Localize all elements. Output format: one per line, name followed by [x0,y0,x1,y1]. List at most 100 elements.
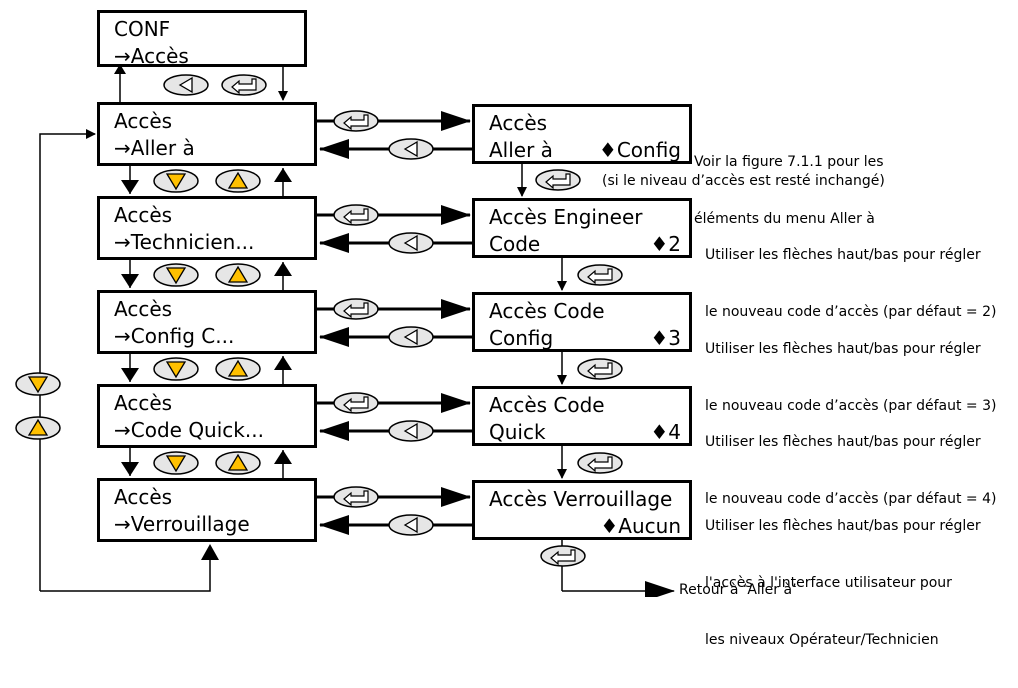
menu-box-goto: Accès →Aller à [97,102,317,166]
param-box-engineer-code: Accès Engineer Code ♦2 [472,198,692,258]
enter-key-icon [333,392,379,414]
left-key-glyph [178,76,193,94]
note-code3-line1: Utiliser les flèches haut/bas pour régle… [705,341,981,357]
up-key-glyph [227,171,249,189]
note-return: Retour à ‘Aller à’ [679,582,797,598]
enter-key-icon [333,110,379,132]
param-box-lock: Accès Verrouillage ♦Aucun [472,480,692,540]
access-menu-diagram: CONF →Accès Accès →Aller à Accès →Techni… [15,10,996,648]
note-code3-line2: le nouveau code d’accès (par défaut = 3) [705,398,997,414]
up-key-icon [215,357,261,381]
left-key-glyph [403,328,418,346]
enter-key-glyph [550,549,576,566]
note-code2-line1: Utiliser les flèches haut/bas pour régle… [705,247,981,263]
up-key-glyph [27,418,49,436]
menu-down-arrowhead [121,180,139,194]
param-engineer-line1: Accès Engineer [489,205,643,229]
menu-lock-line1: Accès [114,485,173,509]
menu-engineer-line2: →Technicien... [114,230,255,254]
menu-quick-line2: →Code Quick... [114,418,264,442]
note-code4-line2: le nouveau code d’accès (par défaut = 4) [705,491,997,507]
menu-box-engineer: Accès →Technicien... [97,196,317,260]
enter-key-glyph [231,78,257,95]
param-config-line1: Accès Code [489,299,605,323]
menu-goto-line1: Accès [114,109,173,133]
menu-up-arrowhead [274,450,292,464]
menu-up-arrowhead [274,356,292,370]
menu-down-arrowhead [121,368,139,382]
left-key-glyph [403,516,418,534]
enter-key-icon [333,298,379,320]
menu-up-arrowhead [274,262,292,276]
enter-key-icon [333,204,379,226]
param-goto-value: ♦Config [598,138,681,162]
down-key-icon [15,372,61,396]
menu-down-arrowhead [121,462,139,476]
param-box-quick-code: Accès Code Quick ♦4 [472,386,692,446]
param-config-line2: Config [489,326,554,350]
note-code2-line2: le nouveau code d’accès (par défaut = 2) [705,304,997,320]
note-unchanged: (si le niveau d’accès est resté inchangé… [602,173,885,189]
enter-key-glyph [343,208,369,225]
enter-key-icon [333,486,379,508]
left-key-icon [163,74,209,96]
conf-up-arrowhead [114,64,126,74]
enter-key-glyph [587,362,613,379]
param-goto-line1: Accès [489,111,548,135]
param-quick-line2: Quick [489,420,546,444]
enter-key-icon [535,169,581,191]
loop-left-up [39,129,96,591]
down-key-icon [153,169,199,193]
menu-lock-line2: →Verrouillage [114,512,250,536]
menu-engineer-line1: Accès [114,203,173,227]
down-key-icon [153,263,199,287]
menu-box-lock: Accès →Verrouillage [97,478,317,542]
loop-up-arrowhead [201,544,219,560]
note-goto-line2: éléments du menu Aller à [694,211,875,227]
enter-key-glyph [587,456,613,473]
down-key-icon [153,451,199,475]
enter-key-icon [577,358,623,380]
note-code4-line1: Utiliser les flèches haut/bas pour régle… [705,434,981,450]
note-goto: Voir la figure 7.1.1 pour les éléments d… [694,115,884,267]
menu-goto-line2: →Aller à [114,136,195,160]
param-engineer-value: ♦2 [650,232,681,256]
down-key-glyph [165,361,187,379]
note-code4: Utiliser les flèches haut/bas pour régle… [705,395,996,547]
menu-up-arrowhead [274,168,292,182]
enter-key-glyph [343,396,369,413]
conf-box: CONF →Accès [97,10,307,67]
param-goto-line2: Aller à [489,138,553,162]
param-lock-value: ♦Aucun [600,514,681,538]
menu-box-quick: Accès →Code Quick... [97,384,317,448]
left-key-icon [388,420,434,442]
left-key-glyph [403,422,418,440]
enter-key-glyph [343,302,369,319]
up-key-glyph [227,265,249,283]
left-key-glyph [403,234,418,252]
enter-key-glyph [587,268,613,285]
menu-box-config: Accès →Config C... [97,290,317,354]
up-key-icon [215,263,261,287]
param-config-value: ♦3 [650,326,681,350]
menu-config-line2: →Config C... [114,324,235,348]
conf-box-line1: CONF [114,17,171,41]
enter-key-icon [577,264,623,286]
diagram-canvas [15,64,675,597]
up-key-glyph [227,359,249,377]
note-code3: Utiliser les flèches haut/bas pour régle… [705,302,996,454]
param-box-goto: Accès Aller à ♦Config [472,104,692,164]
note-goto-line1: Voir la figure 7.1.1 pour les [694,154,884,170]
key-symbols [15,74,623,567]
note-code2: Utiliser les flèches haut/bas pour régle… [705,208,996,360]
down-key-glyph [165,455,187,473]
param-quick-line1: Accès Code [489,393,605,417]
enter-key-icon [221,74,267,96]
param-box-config-code: Accès Code Config ♦3 [472,292,692,352]
enter-key-glyph [343,490,369,507]
left-key-icon [388,138,434,160]
up-key-glyph [227,453,249,471]
left-key-icon [388,232,434,254]
note-lock-line2: l'accès à l'interface utilisateur pour [705,575,952,591]
menu-config-line1: Accès [114,297,173,321]
